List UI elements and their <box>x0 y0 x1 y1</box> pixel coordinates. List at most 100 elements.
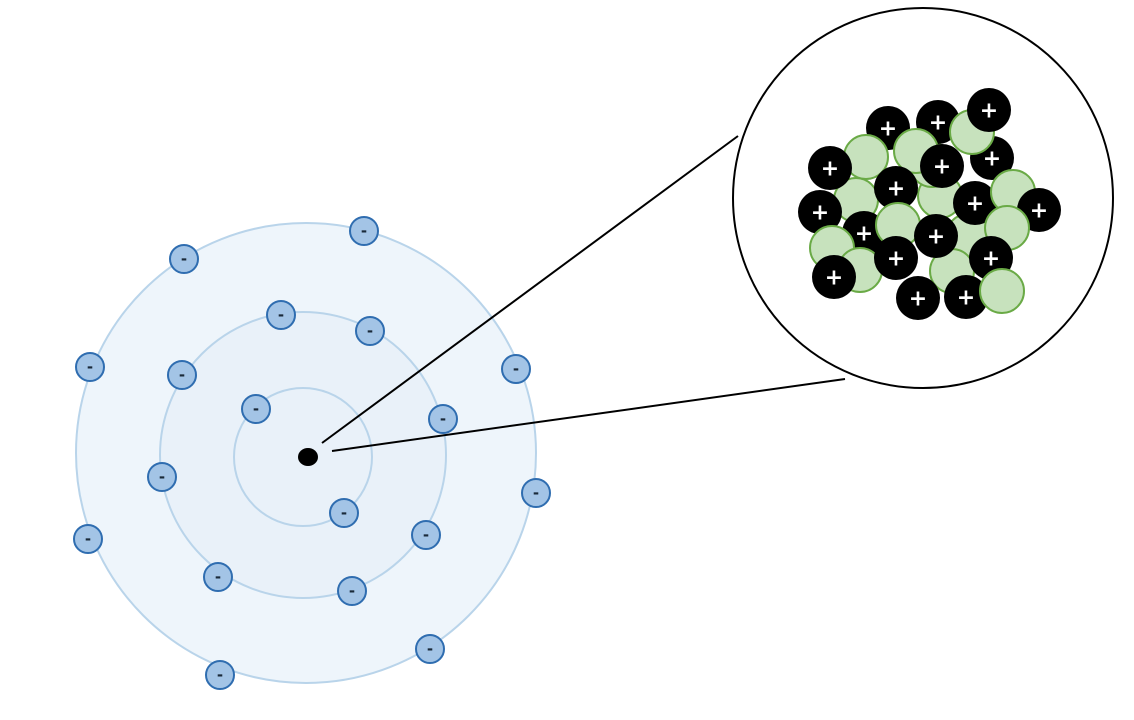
proton: + <box>914 214 958 258</box>
electron: - <box>415 634 445 664</box>
proton-sign: + <box>825 266 843 291</box>
proton-circle <box>812 255 856 299</box>
electron-sign: - <box>440 410 446 428</box>
electron-circle <box>415 634 445 664</box>
proton: + <box>874 236 918 280</box>
proton: + <box>896 276 940 320</box>
proton: + <box>808 146 852 190</box>
proton-sign: + <box>887 247 905 272</box>
zoom-line-lower <box>331 378 846 452</box>
electron-sign: - <box>533 484 539 502</box>
proton-circle <box>798 190 842 234</box>
zoom-line-upper <box>321 135 739 444</box>
proton-circle <box>967 88 1011 132</box>
electron-circle <box>329 498 359 528</box>
electron-sign: - <box>215 568 221 586</box>
nucleons: +++++++++++++++++ <box>798 88 1061 320</box>
electron: - <box>411 520 441 550</box>
proton-circle <box>914 214 958 258</box>
electron: - <box>73 524 103 554</box>
electron-circle <box>428 404 458 434</box>
proton-sign: + <box>980 99 998 124</box>
proton: + <box>798 190 842 234</box>
proton-circle <box>944 275 988 319</box>
electron: - <box>241 394 271 424</box>
electron-circle <box>147 462 177 492</box>
electron: - <box>75 352 105 382</box>
electron-circle <box>411 520 441 550</box>
proton-sign: + <box>879 117 897 142</box>
proton-sign: + <box>821 157 839 182</box>
proton-sign: + <box>927 225 945 250</box>
electrons: - - - - - - - - - - - - - - - - - - <box>73 216 551 690</box>
proton: + <box>812 255 856 299</box>
electron-sign: - <box>179 366 185 384</box>
electron-sign: - <box>423 526 429 544</box>
proton-sign: + <box>983 147 1001 172</box>
proton-circle <box>953 181 997 225</box>
electron: - <box>147 462 177 492</box>
proton-sign: + <box>887 177 905 202</box>
electron-sign: - <box>278 306 284 324</box>
electron-sign: - <box>253 400 259 418</box>
proton-circle <box>920 144 964 188</box>
electron-sign: - <box>361 222 367 240</box>
proton-circle <box>896 276 940 320</box>
proton-sign: + <box>957 286 975 311</box>
electron-circle <box>355 316 385 346</box>
proton: + <box>874 166 918 210</box>
electron-sign: - <box>85 530 91 548</box>
electron-circle <box>203 562 233 592</box>
electron-sign: - <box>349 582 355 600</box>
proton-sign: + <box>1030 199 1048 224</box>
electron-sign: - <box>87 358 93 376</box>
proton: + <box>944 275 988 319</box>
proton-circle <box>874 236 918 280</box>
proton-sign: + <box>933 155 951 180</box>
electron: - <box>501 354 531 384</box>
proton-sign: + <box>855 222 873 247</box>
electron: - <box>337 576 367 606</box>
proton-sign: + <box>811 201 829 226</box>
electron-circle <box>337 576 367 606</box>
electron: - <box>521 478 551 508</box>
electron: - <box>355 316 385 346</box>
neutron <box>979 268 1025 314</box>
electron: - <box>329 498 359 528</box>
electron-circle <box>167 360 197 390</box>
electron-sign: - <box>367 322 373 340</box>
electron-sign: - <box>427 640 433 658</box>
electron: - <box>266 300 296 330</box>
zoom-lines <box>321 135 846 452</box>
proton-sign: + <box>966 192 984 217</box>
electron: - <box>205 660 235 690</box>
electron-sign: - <box>513 360 519 378</box>
electron-sign: - <box>217 666 223 684</box>
electron-circle <box>349 216 379 246</box>
electron-circle <box>75 352 105 382</box>
proton: + <box>920 144 964 188</box>
proton: + <box>967 88 1011 132</box>
electron-circle <box>73 524 103 554</box>
electron: - <box>428 404 458 434</box>
electron-sign: - <box>341 504 347 522</box>
electron-circle <box>521 478 551 508</box>
electron: - <box>169 244 199 274</box>
electron-circle <box>241 394 271 424</box>
proton-sign: + <box>982 247 1000 272</box>
electron: - <box>203 562 233 592</box>
nucleus-dot <box>298 448 318 466</box>
electron-circle <box>169 244 199 274</box>
electron-circle <box>266 300 296 330</box>
proton: + <box>953 181 997 225</box>
electron-sign: - <box>181 250 187 268</box>
proton-sign: + <box>929 111 947 136</box>
proton-sign: + <box>909 287 927 312</box>
electron-circle <box>205 660 235 690</box>
electron-sign: - <box>159 468 165 486</box>
electron: - <box>349 216 379 246</box>
electron: - <box>167 360 197 390</box>
proton-circle <box>808 146 852 190</box>
electron-circle <box>501 354 531 384</box>
